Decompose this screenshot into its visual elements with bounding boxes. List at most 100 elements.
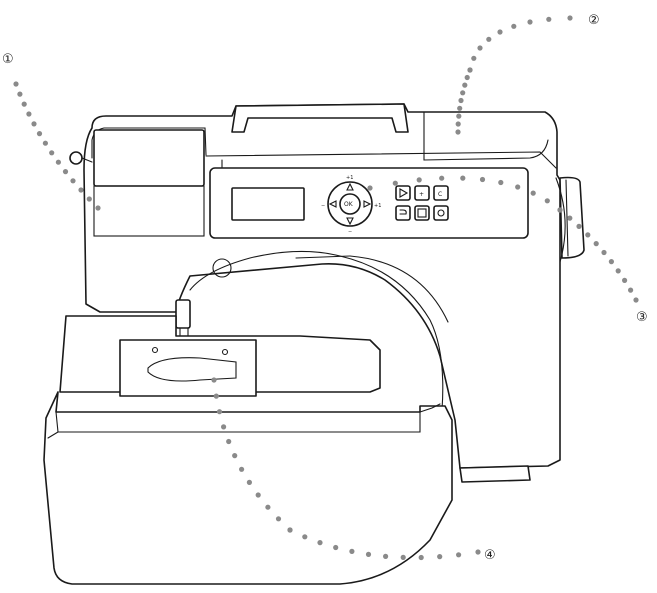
leader-dot [255,492,261,498]
leader-dot [365,551,372,558]
leader-dot [467,67,473,73]
ok-button-label: OK [344,201,354,208]
leader-dot [333,544,339,551]
leader-dot [585,232,591,238]
leader-dot [475,549,481,555]
leader-dot [392,180,398,186]
callout-4-label: ④ [484,548,496,563]
memory-icon [417,208,427,218]
callout-2-label: ② [588,13,600,28]
right-arrow-icon[interactable] [363,200,372,208]
leader-dot [498,179,504,186]
back-button[interactable] [395,205,411,221]
leader-dot [622,277,628,283]
stitch-chart-panel [93,129,205,187]
leader-dot [462,82,468,88]
callout-3-label: ③ [636,310,648,325]
clear-button-label: C [438,191,442,198]
leader-dot [418,554,424,561]
leader-dot [232,453,238,459]
leader-dot [515,184,521,190]
leader-dot [216,409,223,415]
memory-button[interactable] [414,205,430,221]
leader-dot [544,198,550,204]
leader-dot [633,297,639,303]
leader-dot [456,113,462,119]
leader-dot [21,101,27,107]
leader-dot [455,129,461,135]
leader-dot [275,516,282,522]
leader-dot [615,268,621,274]
leader-dot [593,241,599,247]
leader-dot [477,45,483,51]
leader-dot [464,74,470,81]
settings-icon [437,209,445,217]
plus-button-label: + [419,191,424,198]
leader-dot [78,187,84,193]
lcd-screen [231,187,305,221]
leader-dot [546,16,552,22]
play-icon [399,188,409,198]
leader-dot [439,175,445,181]
left-arrow-icon[interactable] [328,200,337,208]
leader-dot [471,55,477,61]
left-mark-label: − [321,203,325,209]
leader-dot [437,554,443,560]
leader-dot [49,150,55,156]
carry-handle [231,103,409,133]
leader-dot [17,91,23,97]
leader-dot [601,249,607,256]
leader-dot [457,105,463,111]
leader-dot [486,36,492,42]
down-mark-label: − [348,229,352,235]
leader-dot [26,111,32,117]
leader-dot [226,438,232,445]
leader-dot [42,140,49,146]
needle-plate [119,339,257,397]
callout-1-leader [13,81,101,211]
leader-dot [287,527,293,533]
up-arrow-icon[interactable] [346,182,354,191]
leader-dot [70,178,76,184]
leader-dot [211,377,217,383]
leader-dot [576,223,582,229]
leader-dot [265,504,271,510]
leader-dot [13,81,19,87]
leader-dot [349,548,355,555]
settings-button[interactable] [433,205,449,221]
down-arrow-icon[interactable] [346,217,354,226]
leader-dot [383,553,389,560]
leader-dot [31,121,37,127]
leader-dot [95,205,101,211]
leader-dot [55,159,62,165]
leader-dot [36,131,43,137]
leader-dot [511,23,517,29]
clear-button[interactable] [433,185,449,201]
leader-dot [367,185,373,191]
right-mark-label: +1 [374,203,381,209]
leader-dot [497,29,503,35]
leader-dot [416,177,422,183]
ok-button[interactable] [339,193,361,215]
back-icon [399,209,407,215]
leader-dot [458,97,464,104]
leader-dot [557,207,563,213]
leader-dot [530,190,536,196]
control-buttons: OK +1 +1 − − + C [321,175,449,235]
needle-clamp [175,299,191,329]
leader-dot [456,552,462,558]
leader-dot [567,215,573,221]
leader-dot [246,479,252,485]
leader-dot [221,424,227,430]
leader-dot [628,287,634,293]
callout-2-leader [455,15,573,135]
plus-button[interactable] [414,185,430,201]
thread-guide-knob [69,151,83,165]
leader-dot [460,90,466,96]
leader-dot [479,176,486,183]
leader-dot [302,534,308,540]
leader-dot [213,393,219,399]
leader-dot [239,466,245,472]
leader-dot [608,259,615,265]
